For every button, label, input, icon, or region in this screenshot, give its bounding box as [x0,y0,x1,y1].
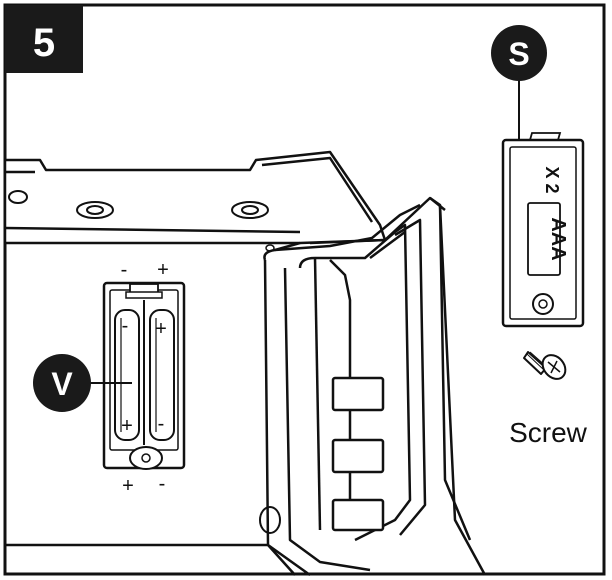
battery-type-frame [527,202,561,276]
edge-hole [8,190,28,204]
step-number-box: 5 [5,5,83,73]
small-hole [265,244,275,252]
battery-type-label: AAA [547,217,569,260]
polarity-left-cell-plus: + [121,415,133,437]
compartment-screw-boss [129,446,163,470]
cover-screw-hole [532,293,554,315]
polarity-right-cell-plus: + [155,318,167,340]
screw-label: Screw [509,417,588,448]
battery-compartment [102,281,186,470]
polarity-right-cell-minus: - [158,413,165,435]
mounting-hole-right [231,201,269,219]
callout-s: S [491,25,547,140]
callout-v-letter: V [51,366,73,402]
step-number: 5 [33,21,55,65]
device-bottom-edge [5,543,296,576]
polarity-top-minus: - [121,259,128,281]
polarity-bottom-minus: - [159,473,166,495]
lower-hole [259,506,281,534]
callout-v: V [33,354,132,412]
polarity-top-plus: + [157,259,169,281]
callout-s-letter: S [508,36,529,72]
handle-slots [331,376,385,532]
screw-icon [523,351,567,380]
device-top-plate [3,150,387,245]
mounting-hole-left [76,201,114,219]
polarity-left-cell-minus: - [122,315,129,337]
polarity-bottom-plus: + [122,475,134,497]
battery-quantity-label: X 2 [542,166,562,193]
battery-cover: AAA X 2 [501,132,585,328]
polarity-marks: - + - + + - + - [121,259,169,497]
